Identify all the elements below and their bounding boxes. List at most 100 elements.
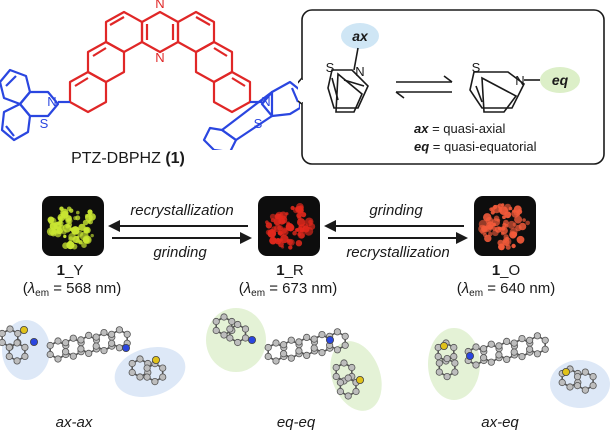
phase-photo-yellow-grains: [46, 206, 96, 250]
phase-label-1y: 1_Y: [57, 262, 84, 280]
carbon-atom: [333, 328, 341, 336]
carbon-atom: [279, 350, 288, 358]
crystal-grain: [76, 210, 80, 215]
phase-suffix: _R: [284, 262, 304, 279]
nitrogen-atom: [122, 343, 131, 352]
crystal-grain: [501, 203, 505, 207]
crystal-grain: [512, 222, 517, 227]
conformation-label-eq-eq: eq-eq: [276, 414, 316, 431]
ax-tag-bubble: [341, 23, 379, 49]
carbon-atom: [435, 359, 443, 367]
right-atom-s: S: [472, 60, 481, 75]
crystal-grain: [69, 208, 74, 213]
carbon-atom: [123, 330, 131, 338]
atom-s-right: S: [254, 116, 263, 131]
carbon-atom: [100, 346, 108, 355]
carbon-atom: [128, 359, 136, 368]
carbon-atom: [344, 374, 352, 382]
carbon-atom: [61, 348, 70, 356]
carbon-atom: [443, 354, 451, 363]
equilibrium-arrows: [395, 75, 453, 99]
crystal-grain: [514, 215, 523, 224]
carbon-atom: [212, 326, 220, 335]
carbon-atom: [443, 372, 451, 381]
crystal-grain: [516, 212, 521, 217]
crystal-grain: [76, 235, 80, 239]
crystal-grain: [525, 220, 530, 226]
phase-photo-red: [258, 196, 320, 256]
carbon-atom: [85, 349, 93, 357]
carbon-atom: [264, 352, 272, 361]
carbon-atom: [533, 350, 542, 358]
axial-conformer-sketch: [327, 47, 369, 113]
carbon-atom: [318, 348, 326, 357]
nitrogen-atom: [465, 351, 474, 360]
carbon-atom: [228, 317, 236, 326]
lambda-subscript: em: [35, 288, 50, 299]
crystal-grain: [500, 226, 506, 231]
crystal-grain: [509, 230, 517, 239]
lambda-prefix: (: [238, 280, 244, 297]
carbon-atom: [234, 320, 242, 329]
carbon-atom: [541, 336, 549, 344]
carbon-atom: [451, 359, 459, 367]
right-atom-n: N: [515, 73, 524, 88]
crystal-grain: [69, 227, 73, 231]
carbon-atom: [510, 339, 518, 347]
crystal-grain: [81, 242, 87, 248]
crystal-grain: [78, 240, 83, 245]
conformer-box: ax eq S N S N: [298, 9, 605, 165]
crystal-grain: [511, 243, 516, 249]
carbon-atom: [151, 377, 159, 386]
carbon-atom: [344, 392, 352, 400]
carbon-atom: [340, 359, 348, 367]
label-grinding-right: grinding: [369, 202, 423, 219]
carbon-atom: [295, 338, 303, 346]
carbon-atom: [92, 342, 100, 350]
lambda-symbol: λ: [243, 280, 252, 297]
carbon-atom: [115, 344, 124, 352]
crystal-grain: [288, 245, 293, 250]
sulfur-atom: [439, 341, 448, 350]
lambda-value: = 568 nm): [49, 280, 122, 297]
label-grinding-left: grinding: [153, 244, 207, 261]
atom-n-core-bottom: N: [155, 50, 164, 65]
carbon-atom: [332, 363, 340, 372]
carbon-atom: [303, 333, 311, 341]
phase-lambda-1y: (λem = 568 nm): [23, 280, 121, 303]
phase-lambda-1o: (λem = 640 nm): [457, 280, 555, 303]
carbon-atom: [108, 330, 116, 338]
carbon-atom: [479, 354, 488, 362]
sulfur-atom: [19, 325, 28, 334]
eq-tag-bubble: [540, 67, 580, 93]
molecule-name-text: PTZ-DBPHZ: [71, 150, 166, 167]
label-recrystallization-left: recrystallization: [130, 202, 234, 219]
crystal-grain: [267, 230, 276, 238]
carbon-atom: [435, 368, 443, 376]
carbon-atom: [451, 368, 459, 376]
legend-eq: eq = quasi-equatorial: [414, 138, 537, 156]
carbon-atom: [450, 343, 458, 352]
carbon-atom: [450, 352, 458, 361]
carbon-atom: [352, 387, 360, 396]
carbon-atom: [69, 352, 77, 360]
carbon-atom: [518, 334, 526, 343]
crystal-grain: [52, 226, 61, 235]
lambda-value: = 640 nm): [483, 280, 556, 297]
carbon-atom: [128, 368, 136, 377]
carbon-atom: [92, 333, 100, 341]
carbon-atom: [533, 332, 542, 340]
phase-label-1o: 1_O: [492, 262, 520, 280]
carbon-atom: [318, 330, 326, 339]
phase-suffix: _Y: [64, 262, 84, 279]
carbon-atom: [510, 348, 518, 356]
carbon-atom: [479, 345, 488, 353]
carbon-atom: [115, 326, 124, 334]
carbon-atom: [21, 343, 29, 351]
carbon-atom: [143, 373, 151, 381]
crystal-grain: [83, 227, 90, 234]
carbon-atom: [295, 347, 303, 355]
carbon-atom: [333, 346, 341, 354]
carbon-atom: [0, 338, 6, 347]
